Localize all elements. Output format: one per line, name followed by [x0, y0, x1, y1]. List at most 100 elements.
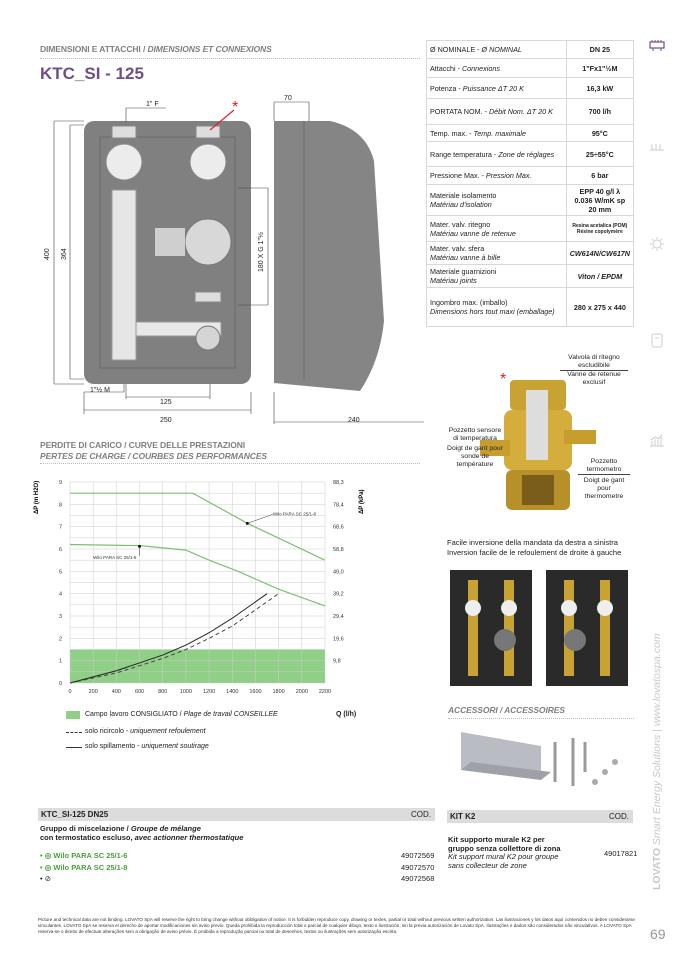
spec-value: 6 bar — [565, 166, 635, 185]
x-tick-label: 1000 — [180, 689, 192, 695]
x-tick-label: 200 — [89, 689, 98, 695]
bullet: • — [40, 851, 45, 860]
y2-tick-label: 39,2 — [333, 592, 344, 598]
product-item: • ◎ Wilo PARA SC 25/1-6 — [40, 851, 127, 860]
star-marker: * — [500, 371, 507, 388]
spec-value: 700 l/h — [565, 98, 635, 125]
y2-tick-label: 88,3 — [333, 480, 344, 486]
series-line-2 — [69, 593, 268, 684]
photo-left — [450, 570, 532, 686]
spec-value: Viton / EPDM — [565, 264, 635, 288]
x-tick-label: 800 — [158, 689, 167, 695]
item-code: 49072570 — [401, 862, 435, 872]
y2-tick-label: 29,4 — [333, 614, 344, 620]
y-tick-label: 1 — [59, 659, 62, 665]
y-axis-label: ΔP (m H2O) — [34, 481, 40, 514]
legend-it: solo spillamento - — [85, 743, 142, 750]
spec-label: Attacchi - Connexions — [426, 58, 567, 78]
dim-180: 180 X G 1"½ — [257, 232, 265, 272]
label-it: Range temperatura - — [430, 149, 499, 159]
divider — [40, 463, 420, 464]
series-line-0 — [70, 492, 326, 561]
legend-draw: solo spillamento - uniquement soutirage — [85, 743, 209, 750]
label-fr: Débit Nom. ΔT 20 K — [488, 107, 553, 116]
label-fr: Matériau vanne de retenue — [430, 228, 516, 238]
y2-tick-label: 19,6 — [333, 636, 344, 642]
boiler-icon — [648, 333, 666, 348]
label-fr: Matériau joints — [430, 276, 477, 285]
legend-swatch-solid — [66, 747, 82, 748]
dim-70: 70 — [284, 95, 292, 102]
desc-fr: avec actionner thermostatique — [134, 833, 244, 842]
spec-value: DN 25 — [565, 40, 635, 59]
page-title: KTC_SI - 125 — [40, 64, 144, 83]
label-it: Valvola di ritegno escludibile — [568, 354, 620, 369]
label-it: Attacchi - — [430, 63, 462, 73]
desc-fr: Groupe de mélange — [130, 824, 201, 833]
spec-value: 1"Fx1"½M — [565, 58, 635, 78]
valve-cutaway-image — [480, 380, 596, 510]
legend-band: Campo lavoro CONSIGLIATO / Plage de trav… — [85, 711, 278, 718]
dimension-drawing: * 1" F 70 400 364 180 X G 1"½ 1"½ M 125 … — [44, 95, 424, 424]
item-label: Wilo PARA SC 25/1-6 — [53, 851, 128, 860]
star-marker: * — [232, 99, 238, 116]
y-tick-label: 8 — [59, 502, 62, 508]
item-label: Wilo PARA SC 25/1-8 — [53, 862, 128, 872]
label-it: Materiale isolamento — [430, 191, 497, 200]
desc-it: con termostatico escluso, — [40, 833, 135, 842]
recommended-band — [70, 649, 325, 683]
kit-description: Kit supporto murale K2 per gruppo senza … — [448, 835, 568, 870]
bullet: • — [40, 862, 45, 872]
label-it: Pozzetto termometro — [586, 458, 622, 473]
series-line-1 — [69, 543, 326, 607]
label-it: Ø NOMINALE - — [430, 45, 482, 54]
y-tick-label: 2 — [59, 636, 62, 642]
spec-row: Pressione Max. - Pression Max.6 bar — [426, 166, 635, 185]
y-tick-label: 0 — [59, 681, 62, 687]
section-heading-dimensions: DIMENSIONI E ATTACCHI / DIMENSIONS ET CO… — [40, 44, 272, 54]
heading-fr: DIMENSIONS ET CONNEXIONS — [147, 44, 272, 54]
heading-fr: PERTES DE CHARGE / COURBES DES PERFORMAN… — [40, 451, 267, 461]
label-it: Mater. valv. sfera — [430, 244, 485, 253]
y-tick-label: 9 — [59, 480, 62, 486]
y2-tick-label: 9,8 — [333, 659, 341, 665]
cod-label: COD. — [609, 812, 629, 821]
label-it: PORTATA NOM. - — [430, 107, 489, 116]
kit-name: KIT K2 — [450, 812, 476, 821]
spec-label: Range temperatura - Zone de réglages — [426, 141, 567, 167]
dim-1f: 1" F — [146, 101, 159, 108]
x-tick-label: 2000 — [296, 689, 308, 695]
dim-400: 400 — [44, 248, 51, 260]
page-number: 69 — [650, 926, 666, 942]
product-description: Gruppo di miscelazione / Groupe de mélan… — [40, 824, 243, 842]
brand-name: LOVATO — [651, 848, 663, 890]
spec-row: PORTATA NOM. - Débit Nom. ΔT 20 K 700 l/h — [426, 98, 635, 125]
legend-fr: uniquement refoulement — [130, 728, 206, 735]
spec-value: 16,3 kW — [565, 77, 635, 99]
y-tick-label: 6 — [59, 547, 62, 553]
x-tick-label: 1600 — [249, 689, 261, 695]
kit-header-bar: KIT K2 COD. — [447, 810, 633, 823]
legend-swatch-band — [66, 711, 80, 719]
spec-value: 95°C — [565, 124, 635, 142]
label-fr: Matériau d'isolation — [430, 200, 492, 209]
x-tick-label: 1800 — [273, 689, 285, 695]
spec-value: 280 x 275 x 440 — [565, 287, 635, 327]
x-tick-label: 2200 — [319, 689, 331, 695]
photo-right — [546, 570, 628, 686]
heading-it: DIMENSIONI E ATTACCHI / — [40, 44, 148, 54]
label-fr: Dimensions hors tout maxi (emballage) — [430, 307, 555, 316]
section-heading-performance: PERDITE DI CARICO / CURVE DELLE PRESTAZI… — [40, 440, 267, 462]
spec-row: Ingombro max. (imballo)Dimensions hors t… — [426, 287, 635, 327]
dim-125: 125 — [160, 399, 172, 406]
brand-vertical: LOVATO Smart Energy Solutions | www.lova… — [651, 633, 663, 890]
item-code: 49072568 — [401, 874, 435, 883]
